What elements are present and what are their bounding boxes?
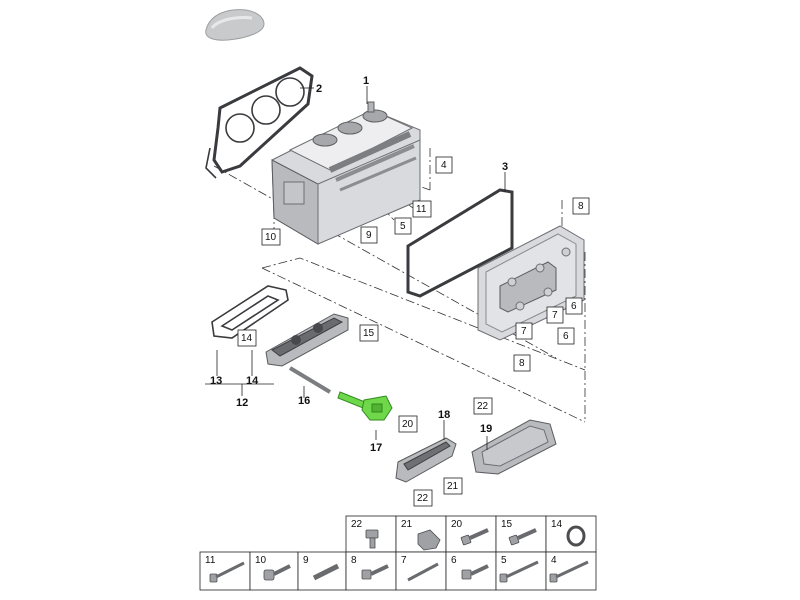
washer-14-icon (566, 525, 586, 547)
svg-text:6: 6 (563, 331, 569, 342)
cylinder-head-gasket (205, 66, 314, 179)
callout-5: 5 (394, 217, 412, 235)
leader-lines (205, 86, 488, 450)
callout-9: 9 (360, 226, 378, 244)
callout-1: 1 (363, 75, 369, 87)
callout-14a: 14 (237, 329, 257, 347)
svg-text:7: 7 (521, 326, 527, 337)
table-label-5: 5 (501, 555, 507, 566)
svg-text:13: 13 (210, 375, 222, 387)
table-label-9: 9 (303, 555, 309, 566)
chain-guide (395, 437, 457, 483)
callout-17: 17 (370, 442, 382, 454)
bolt-15-icon (508, 528, 537, 546)
callout-11: 11 (412, 200, 432, 218)
svg-text:11: 11 (416, 204, 427, 215)
fastener-table: 22 21 20 15 14 11 10 9 8 7 6 5 4 (199, 515, 597, 591)
vehicle-icon (205, 9, 265, 41)
callout-21: 21 (443, 477, 463, 495)
callout-14b: 14 (246, 375, 259, 387)
table-label-14: 14 (551, 519, 563, 530)
callout-19: 19 (480, 423, 492, 435)
bolt-10-icon (263, 564, 291, 581)
svg-text:5: 5 (400, 221, 406, 232)
bolt-22-icon (365, 529, 379, 549)
callout-8b: 8 (513, 354, 531, 372)
callout-7a: 7 (546, 306, 564, 324)
svg-text:14: 14 (246, 375, 259, 387)
bolt-6-icon (461, 564, 489, 580)
svg-text:19: 19 (480, 423, 492, 435)
table-label-15: 15 (501, 519, 513, 530)
callout-7b: 7 (515, 322, 533, 340)
connecting-pin (288, 366, 332, 394)
table-label-7: 7 (401, 555, 407, 566)
cover-plate (471, 419, 557, 475)
svg-text:15: 15 (363, 328, 375, 339)
callout-12: 12 (236, 397, 248, 409)
svg-text:8: 8 (578, 201, 584, 212)
callout-18: 18 (438, 409, 450, 421)
svg-text:6: 6 (571, 301, 577, 312)
svg-text:21: 21 (447, 481, 459, 492)
callout-4: 4 (435, 156, 453, 174)
cylinder-head (271, 101, 421, 245)
oil-duct-gasket (211, 285, 289, 339)
svg-text:2: 2 (316, 83, 322, 95)
callout-13: 13 (210, 375, 222, 387)
svg-text:17: 17 (370, 442, 382, 454)
svg-text:16: 16 (298, 395, 310, 407)
table-label-6: 6 (451, 555, 457, 566)
callout-8a: 8 (572, 197, 590, 215)
table-label-10: 10 (255, 555, 267, 566)
svg-text:4: 4 (441, 160, 447, 171)
table-label-4: 4 (551, 555, 557, 566)
svg-text:9: 9 (366, 230, 372, 241)
callout-3: 3 (502, 161, 508, 173)
svg-text:22: 22 (477, 401, 489, 412)
table-label-11: 11 (205, 555, 216, 566)
svg-text:1: 1 (363, 75, 369, 87)
stud-9-icon (312, 563, 340, 581)
callout-22b: 22 (413, 489, 433, 507)
callout-6b: 6 (557, 327, 575, 345)
bolt-4-icon (549, 560, 589, 583)
svg-text:12: 12 (236, 397, 248, 409)
bolt-20-icon (460, 528, 489, 546)
callout-20: 20 (398, 415, 418, 433)
highlighted-sensor (337, 391, 393, 421)
callout-2: 2 (316, 83, 322, 95)
bolt-8-icon (361, 564, 389, 580)
callout-22a: 22 (473, 397, 493, 415)
svg-text:14: 14 (241, 333, 253, 344)
table-label-22: 22 (351, 519, 363, 530)
svg-text:3: 3 (502, 161, 508, 173)
svg-text:10: 10 (265, 232, 277, 243)
svg-text:20: 20 (402, 419, 414, 430)
callout-15: 15 (359, 324, 379, 342)
svg-text:8: 8 (519, 358, 525, 369)
svg-text:7: 7 (552, 310, 558, 321)
valve-cover-gasket (406, 172, 514, 298)
callout-6a: 6 (565, 297, 583, 315)
svg-text:18: 18 (438, 409, 450, 421)
table-label-21: 21 (401, 519, 413, 530)
table-label-8: 8 (351, 555, 357, 566)
callout-10: 10 (261, 228, 281, 246)
bolt-5-icon (499, 560, 539, 583)
clip-21-icon (417, 529, 441, 551)
callout-16: 16 (298, 395, 310, 407)
oil-duct (265, 313, 349, 367)
stud-7-icon (407, 562, 439, 582)
table-label-20: 20 (451, 519, 463, 530)
bolt-11-icon (209, 561, 245, 583)
svg-text:22: 22 (417, 493, 429, 504)
